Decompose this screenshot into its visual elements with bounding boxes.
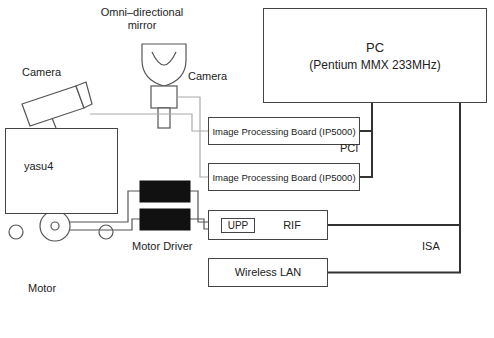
node-title: PC bbox=[366, 39, 384, 57]
robot-body: yasu4 bbox=[5, 128, 118, 214]
mirror-label: Omni–directional mirror bbox=[92, 6, 192, 32]
interface-box: RIF UPP bbox=[208, 210, 328, 240]
bus-label: PCI bbox=[340, 142, 358, 155]
motor-label: Motor bbox=[28, 282, 56, 295]
wireless-box: Wireless LAN bbox=[208, 258, 328, 287]
bus-connector bbox=[360, 103, 372, 131]
camera-label: Camera bbox=[22, 66, 61, 79]
wheels bbox=[9, 211, 113, 241]
node-title: Wireless LAN bbox=[235, 265, 302, 280]
node-title: Image Processing Board (IP5000) bbox=[212, 171, 355, 184]
node-title: Image Processing Board (IP5000) bbox=[212, 125, 355, 138]
board-box: Image Processing Board (IP5000) bbox=[208, 163, 360, 191]
node-title: yasu4 bbox=[24, 159, 53, 174]
bus-label: ISA bbox=[422, 240, 440, 253]
node-subtitle: (Pentium MMX 233MHz) bbox=[309, 57, 440, 73]
camera-label: Camera bbox=[188, 70, 227, 83]
driver-label: Motor Driver bbox=[132, 240, 193, 253]
node-title: RIF bbox=[283, 218, 301, 233]
upp-box: UPP bbox=[221, 218, 255, 233]
node-title: UPP bbox=[228, 219, 249, 233]
omni-mirror-icon bbox=[142, 44, 186, 128]
pc-box: PC(Pentium MMX 233MHz) bbox=[263, 8, 487, 103]
camera-icon bbox=[22, 82, 92, 128]
board-box: Image Processing Board (IP5000) bbox=[208, 117, 360, 145]
bus-connector bbox=[360, 103, 372, 177]
motor-driver-block bbox=[140, 181, 190, 230]
